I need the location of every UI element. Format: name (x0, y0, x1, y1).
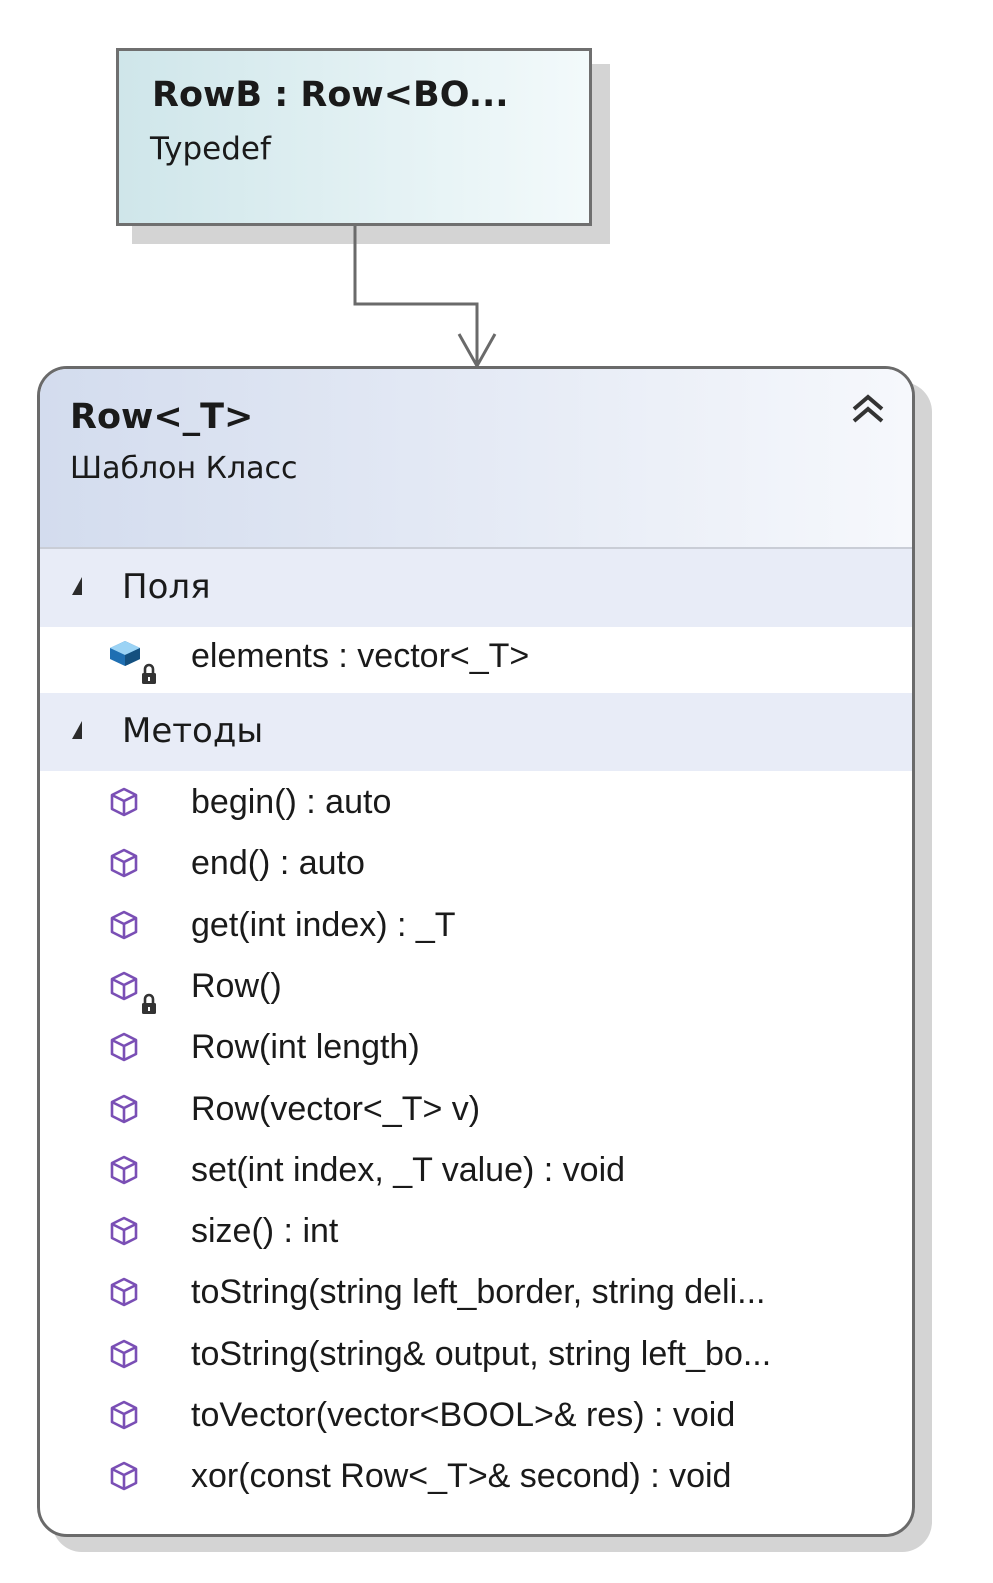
method-label: get(int index) : _T (191, 905, 456, 944)
method-icon (110, 787, 138, 817)
method-row[interactable]: toString(string& output, string left_bo.… (40, 1327, 912, 1388)
method-row[interactable]: toVector(vector<BOOL>& res) : void (40, 1388, 912, 1449)
method-row[interactable]: size() : int (40, 1204, 912, 1265)
inheritance-connector (353, 226, 497, 370)
class-kind: Шаблон Класс (70, 451, 298, 486)
fields-section-label: Поля (122, 567, 211, 607)
methods-section-header[interactable]: Методы (40, 693, 912, 771)
fields-section-header[interactable]: Поля (40, 549, 912, 627)
method-icon (110, 1094, 138, 1123)
class-box[interactable]: Row<_T> Шаблон Класс Поля elements : vec… (37, 366, 915, 1537)
method-label: Row(vector<_T> v) (191, 1089, 481, 1128)
method-icon (110, 1339, 138, 1368)
typedef-kind: Typedef (150, 131, 271, 167)
private-method-icon (110, 971, 156, 1014)
method-label: end() : auto (191, 844, 365, 883)
methods-section-label: Методы (122, 711, 264, 751)
method-icon (110, 1155, 138, 1185)
class-header: Row<_T> Шаблон Класс (40, 369, 912, 549)
method-icon (110, 910, 138, 939)
method-row[interactable]: Row(int length) (40, 1020, 912, 1081)
connector-line (353, 226, 479, 364)
method-icon (110, 1216, 138, 1246)
method-label: toString(string left_border, string deli… (191, 1273, 766, 1312)
method-icon (110, 848, 138, 878)
typedef-box[interactable]: RowB : Row<BO... Typedef (116, 48, 592, 226)
method-row[interactable]: xor(const Row<_T>& second) : void (40, 1449, 912, 1510)
expand-triangle-icon[interactable] (72, 577, 82, 595)
method-label: xor(const Row<_T>& second) : void (191, 1457, 732, 1496)
method-row[interactable]: Row() (40, 959, 912, 1020)
method-icon (110, 1461, 138, 1491)
method-icon (110, 1278, 138, 1307)
method-row[interactable]: end() : auto (40, 836, 912, 897)
collapse-chevron-icon[interactable] (848, 389, 888, 429)
method-label: toVector(vector<BOOL>& res) : void (191, 1396, 736, 1434)
method-icon (110, 1400, 138, 1430)
method-row[interactable]: toString(string left_border, string deli… (40, 1265, 912, 1326)
method-label: Row() (191, 966, 282, 1005)
typedef-title: RowB : Row<BO... (152, 75, 509, 115)
method-label: set(int index, _T value) : void (191, 1150, 626, 1189)
expand-triangle-icon[interactable] (72, 721, 82, 739)
field-row[interactable]: elements : vector<_T> (40, 629, 912, 690)
private-field-icon (110, 641, 156, 684)
field-label: elements : vector<_T> (191, 637, 530, 675)
method-label: Row(int length) (191, 1028, 420, 1067)
method-row[interactable]: set(int index, _T value) : void (40, 1143, 912, 1204)
method-row[interactable]: begin() : auto (40, 775, 912, 836)
method-label: toString(string& output, string left_bo.… (191, 1334, 772, 1373)
method-row[interactable]: Row(vector<_T> v) (40, 1082, 912, 1143)
method-icon (110, 1032, 138, 1062)
method-row[interactable]: get(int index) : _T (40, 898, 912, 959)
class-title: Row<_T> (70, 397, 254, 437)
method-label: size() : int (191, 1212, 339, 1251)
method-label: begin() : auto (191, 783, 392, 821)
